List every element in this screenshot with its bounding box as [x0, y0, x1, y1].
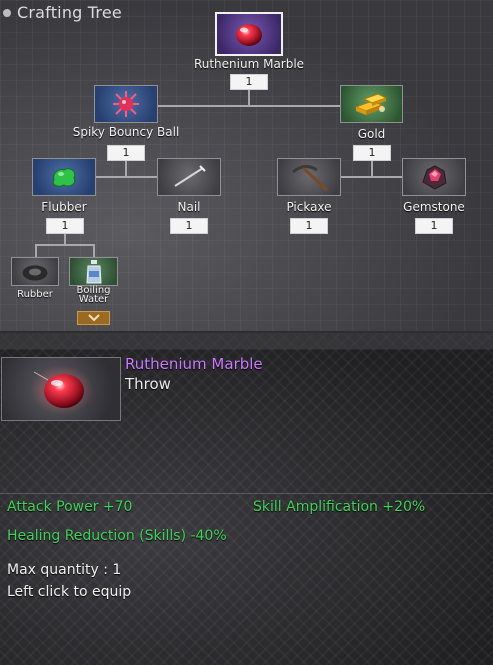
rubber-tire-icon[interactable]: [11, 257, 59, 286]
connector-line: [341, 176, 403, 178]
quantity-box: 1: [230, 74, 268, 90]
spiky-ball-icon[interactable]: [94, 85, 158, 123]
quantity-box: 1: [107, 145, 145, 161]
red-marble-icon[interactable]: [215, 12, 283, 56]
divider: [0, 493, 493, 494]
item-name: Ruthenium Marble: [125, 355, 263, 373]
tree-node-label-line: Boiling: [76, 285, 111, 296]
tree-node-label: Nail: [177, 200, 201, 214]
quantity-box: 1: [415, 218, 453, 234]
crafting-tree-panel: Crafting Tree Ruth: [0, 0, 493, 333]
connector-line: [64, 233, 66, 245]
tree-node-label: Pickaxe: [286, 200, 332, 214]
quantity-box: 1: [46, 218, 84, 234]
tree-node-label-line: Water: [78, 294, 109, 305]
connector-line: [93, 244, 95, 257]
tree-node-label: Rubber: [17, 289, 53, 300]
tree-node-label: Flubber: [41, 200, 87, 214]
quantity-box: 1: [353, 145, 391, 161]
bullet-icon: [3, 8, 11, 17]
chevron-down-icon: [87, 314, 100, 322]
red-marble-icon: [1, 357, 121, 421]
connector-line: [248, 90, 250, 106]
gold-bars-icon[interactable]: [340, 85, 403, 123]
connector-line: [371, 161, 373, 177]
nail-icon[interactable]: [157, 158, 221, 196]
tree-node-label: Boiling Water: [69, 285, 118, 305]
connector-line: [35, 244, 95, 246]
item-type: Throw: [125, 375, 171, 393]
pickaxe-icon[interactable]: [277, 158, 341, 196]
water-bottle-icon[interactable]: [69, 257, 118, 286]
connector-line: [125, 161, 127, 177]
tree-node-label: Spiky Bouncy Ball: [72, 125, 180, 139]
stat-healing-reduction: Healing Reduction (Skills) -40%: [7, 528, 227, 544]
connector-line: [35, 244, 37, 257]
flubber-icon[interactable]: [32, 158, 96, 196]
quantity-box: 1: [290, 218, 328, 234]
tree-node-label: Gemstone: [403, 200, 465, 214]
connector-line: [158, 105, 340, 107]
crafting-tree-title: Crafting Tree: [3, 3, 122, 22]
equip-hint: Left click to equip: [7, 584, 132, 600]
tree-node-label: Gold: [357, 127, 386, 141]
tree-node-label: Ruthenium Marble: [193, 57, 305, 71]
stat-attack-power: Attack Power +70: [7, 499, 133, 515]
gemstone-icon[interactable]: [402, 158, 466, 196]
item-detail-panel: Ruthenium Marble Throw Attack Power +70 …: [0, 333, 493, 665]
quantity-box: 1: [170, 218, 208, 234]
expand-tree-button[interactable]: [77, 311, 110, 325]
connector-line: [96, 176, 158, 178]
max-quantity: Max quantity : 1: [7, 562, 122, 578]
crafting-tree-title-text: Crafting Tree: [17, 3, 122, 22]
stat-skill-amplification: Skill Amplification +20%: [253, 499, 426, 515]
